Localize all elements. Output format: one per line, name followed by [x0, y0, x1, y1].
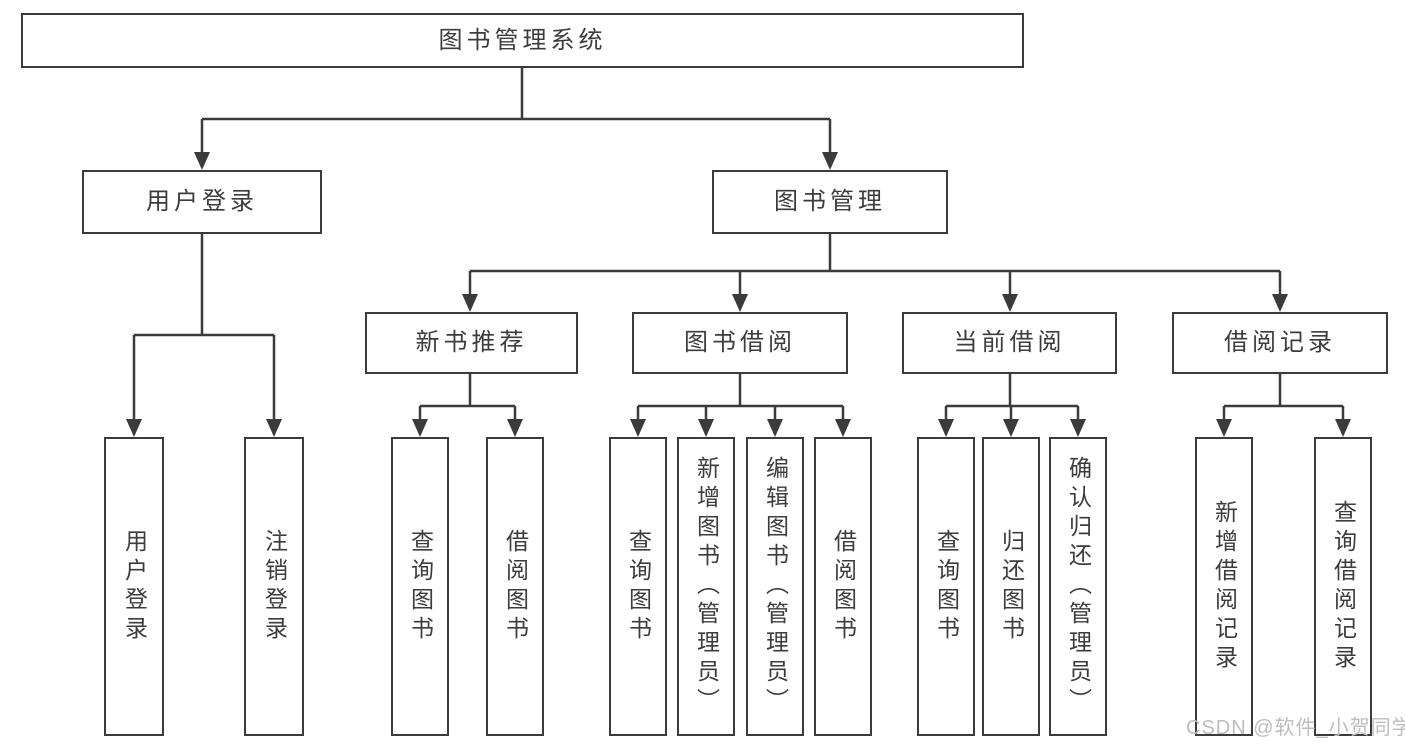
edges-user-login [126, 234, 282, 437]
leaf-cb-query-book-label: 查询图书 [933, 528, 960, 645]
node-root-label: 图书管理系统 [438, 26, 607, 54]
node-new-book-rec: 新书推荐 [365, 312, 578, 374]
leaf-bb-query-book-label: 查询图书 [625, 528, 652, 645]
arrowhead [938, 419, 954, 437]
leaf-bb-add-book-label: 新增图书（管理员） [693, 456, 720, 717]
leaf-user-login-label: 用户登录 [121, 528, 148, 645]
leaf-bb-borrow-book: 借阅图书 [814, 437, 872, 736]
leaf-rec-borrow-book: 借阅图书 [486, 437, 544, 736]
edges-current-borrow [938, 374, 1086, 437]
arrowhead [1335, 419, 1351, 437]
leaf-cb-return-book: 归还图书 [982, 437, 1040, 736]
node-book-mgmt: 图书管理 [712, 170, 948, 234]
leaf-bb-borrow-book-label: 借阅图书 [830, 528, 857, 645]
arrowhead [1002, 294, 1018, 312]
arrowhead [507, 419, 523, 437]
leaf-rec-query-book-label: 查询图书 [407, 528, 434, 645]
watermark-text: CSDN @软件_小贺同学 [1186, 717, 1405, 739]
arrowhead [194, 152, 210, 170]
node-book-borrow: 图书借阅 [632, 312, 848, 374]
edges-book-mgmt [462, 234, 1288, 312]
node-current-borrow-label: 当前借阅 [953, 329, 1066, 356]
node-user-login-label: 用户登录 [146, 188, 258, 215]
arrowhead [1216, 419, 1232, 437]
edges-borrow-records [1216, 374, 1351, 437]
arrowhead [1272, 294, 1288, 312]
leaf-bb-add-book: 新增图书（管理员） [677, 437, 735, 736]
leaf-rec-borrow-book-label: 借阅图书 [502, 528, 529, 645]
leaf-bb-edit-book: 编辑图书（管理员） [746, 437, 804, 736]
node-current-borrow: 当前借阅 [902, 312, 1117, 374]
leaf-logout-label: 注销登录 [261, 528, 288, 645]
node-book-mgmt-label: 图书管理 [774, 188, 886, 215]
leaf-user-login: 用户登录 [104, 437, 164, 736]
edges-new-book-rec [412, 374, 523, 437]
arrowhead [462, 294, 478, 312]
node-user-login: 用户登录 [82, 170, 322, 234]
node-borrow-records: 借阅记录 [1172, 312, 1388, 374]
arrowhead [266, 419, 282, 437]
arrowhead [767, 419, 783, 437]
arrowhead [698, 419, 714, 437]
node-root: 图书管理系统 [21, 13, 1024, 68]
arrowhead [126, 419, 142, 437]
leaf-br-add-record: 新增借阅记录 [1195, 437, 1253, 736]
leaf-br-add-record-label: 新增借阅记录 [1211, 499, 1238, 674]
leaf-cb-confirm-return: 确认归还（管理员） [1049, 437, 1107, 736]
arrowhead [1070, 419, 1086, 437]
arrowhead [732, 294, 748, 312]
node-new-book-rec-label: 新书推荐 [415, 329, 528, 356]
leaf-cb-confirm-return-label: 确认归还（管理员） [1065, 456, 1092, 717]
leaf-cb-return-book-label: 归还图书 [998, 528, 1025, 645]
arrowhead [835, 419, 851, 437]
node-borrow-records-label: 借阅记录 [1224, 329, 1336, 356]
leaf-cb-query-book: 查询图书 [917, 437, 975, 736]
edges-root [194, 68, 838, 170]
edges-book-borrow [630, 374, 851, 437]
leaf-rec-query-book: 查询图书 [391, 437, 449, 736]
leaf-br-query-record: 查询借阅记录 [1314, 437, 1372, 736]
arrowhead [412, 419, 428, 437]
leaf-logout: 注销登录 [244, 437, 304, 736]
node-book-borrow-label: 图书借阅 [684, 329, 796, 356]
arrowhead [630, 419, 646, 437]
leaf-br-query-record-label: 查询借阅记录 [1330, 499, 1357, 674]
arrowhead [822, 152, 838, 170]
leaf-bb-edit-book-label: 编辑图书（管理员） [762, 456, 789, 717]
leaf-bb-query-book: 查询图书 [609, 437, 667, 736]
arrowhead [1003, 419, 1019, 437]
